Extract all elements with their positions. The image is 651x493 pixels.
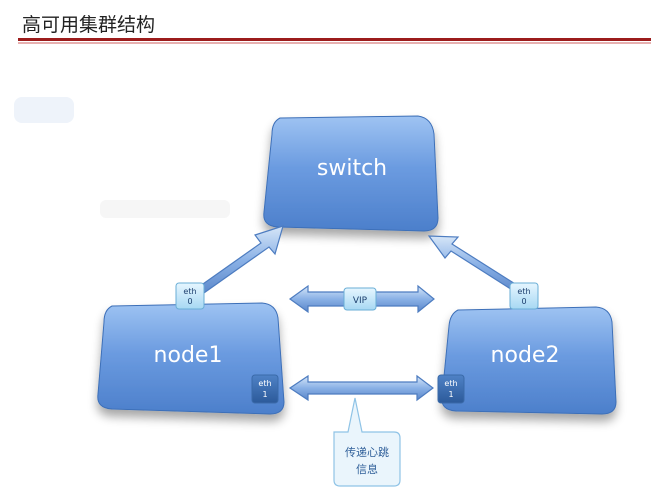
- uplink-arrow-node1: [191, 225, 284, 296]
- heartbeat-callout: [333, 397, 401, 487]
- slide-title: 高可用集群结构: [22, 14, 156, 36]
- uplink-arrow-node2: [427, 235, 521, 294]
- node1-eth0-num: 0: [187, 297, 192, 306]
- node2-eth1-name: eth: [444, 379, 457, 388]
- title-underline-shadow: [18, 42, 651, 44]
- node1-eth1-name: eth: [258, 379, 271, 388]
- node2-eth0-name: eth: [517, 287, 530, 296]
- node2-eth0-num: 0: [521, 297, 526, 306]
- node2-label: node2: [491, 343, 560, 368]
- heartbeat-callout-line2: 信息: [356, 462, 378, 476]
- node2-box: [441, 306, 617, 415]
- switch-label: switch: [317, 156, 387, 181]
- node1-label: node1: [154, 343, 223, 368]
- node1-eth0-port: [175, 282, 205, 310]
- node2-eth0-port: [509, 282, 539, 310]
- node1-eth1-port: [251, 374, 279, 404]
- switch-box: [263, 115, 439, 232]
- title-underline: [18, 38, 651, 41]
- heartbeat-callout-line1: 传递心跳: [345, 445, 389, 459]
- node1-eth0-name: eth: [183, 287, 196, 296]
- node1-box: [97, 302, 285, 415]
- vip-label: VIP: [353, 296, 368, 306]
- background-smudge: [100, 200, 230, 218]
- node1-eth1-num: 1: [262, 390, 267, 399]
- node2-eth1-num: 1: [448, 390, 453, 399]
- background-smudge: [14, 97, 74, 123]
- vip-badge: [343, 287, 377, 311]
- node2-eth1-port: [437, 374, 465, 404]
- heartbeat-double-arrow: [288, 374, 434, 402]
